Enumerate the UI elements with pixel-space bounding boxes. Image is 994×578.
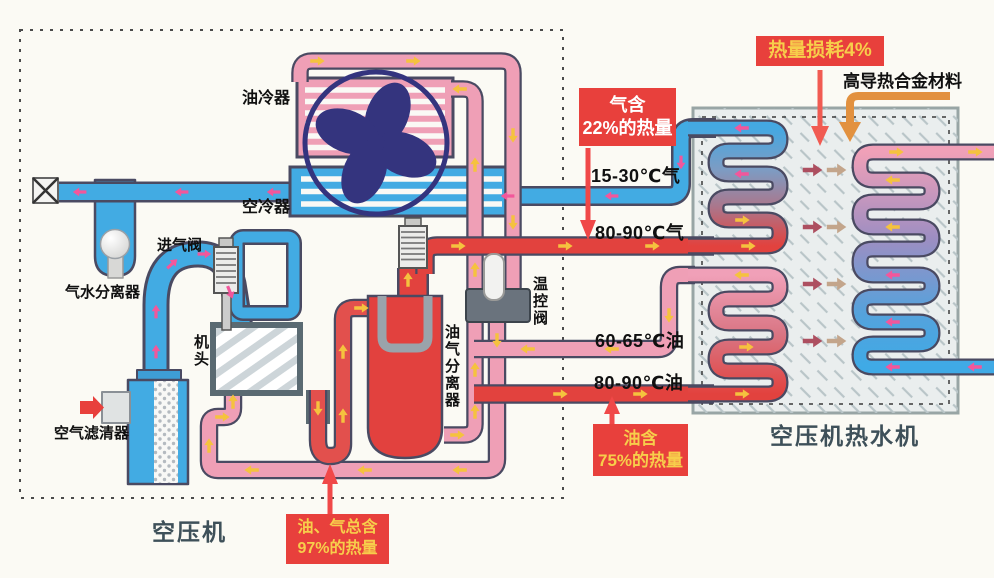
label-intake-valve: 进气阀 [157,237,203,254]
label-temp-gas-hot: 80-90℃气 [595,223,685,243]
label-alloy-material: 高导热合金材料 [843,72,962,91]
label-temp-gas-cool: 15-30℃气 [591,166,681,186]
label-oil-cooler: 油冷器 [242,90,291,107]
callout-oil-heat: 油含 75%的热量 [593,424,688,476]
callout-total-heat: 油、气总含 97%的热量 [286,514,389,564]
label-water-separator: 气水分离器 [65,284,141,301]
exchanger-coils [688,119,994,403]
label-air-filter: 空气滤清器 [54,425,130,442]
label-heater-title: 空压机热水机 [770,423,920,449]
oil-separator-tank [366,294,444,460]
compressor-head [210,322,303,396]
label-compressor-title: 空压机 [152,519,227,545]
fan-icon [302,69,450,217]
thermo-valve [465,253,531,323]
label-oil-separator: 油气分离器 [443,324,460,409]
label-temp-oil-cool: 60-65℃油 [595,331,685,351]
label-head: 机头 [192,334,209,368]
callout-arrows [322,70,950,515]
compressor-boundary [19,29,564,499]
pressure-valve-icon [398,217,428,269]
intake-valve-icon [213,237,239,331]
callout-heat-loss: 热量损耗4% [756,36,884,66]
label-temp-oil-hot: 80-90℃油 [594,373,684,393]
label-air-cooler: 空冷器 [242,199,291,216]
label-temp-valve: 温控阀 [531,276,548,327]
callout-gas-heat: 气含 22%的热量 [579,88,676,146]
